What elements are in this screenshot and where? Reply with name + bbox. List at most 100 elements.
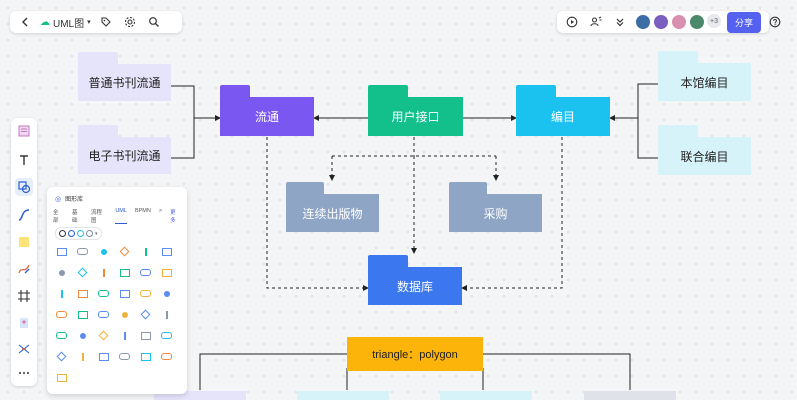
shape-item[interactable]	[139, 351, 152, 362]
edge-bianmu-shujuku	[461, 137, 563, 291]
tab-scroll-right[interactable]: >	[158, 208, 163, 214]
tab-flowchart[interactable]: 流程图	[90, 210, 102, 224]
tab-all[interactable]: 全部	[53, 210, 59, 224]
shape-item[interactable]	[118, 351, 131, 362]
top-left-toolbar: ☁ UML图 ▾	[10, 11, 182, 33]
shape-item[interactable]	[118, 309, 131, 320]
shape-item[interactable]	[76, 246, 89, 257]
shape-item[interactable]	[97, 309, 110, 320]
shape-item[interactable]	[76, 267, 89, 278]
bottom-box-3	[440, 391, 532, 400]
shape-item[interactable]	[55, 351, 68, 362]
bottom-box-4	[584, 391, 676, 400]
node-lianxu[interactable]: 连续出版物	[286, 182, 379, 232]
pen-icon[interactable]	[15, 260, 33, 278]
tab-more[interactable]: 更多	[170, 210, 176, 224]
shape-item[interactable]	[97, 330, 110, 341]
panel-header: ◎ 图形库	[55, 195, 84, 204]
node-shujuku[interactable]: 数据库	[368, 255, 462, 305]
shape-item[interactable]	[97, 246, 110, 257]
avatar-more-count[interactable]: +3	[707, 14, 721, 28]
shape-item[interactable]	[55, 246, 68, 257]
avatar[interactable]	[653, 14, 669, 30]
double-chevron-down-icon[interactable]	[611, 13, 629, 31]
shape-item[interactable]	[139, 267, 152, 278]
shape-item[interactable]	[97, 267, 110, 278]
top-right-toolbar: +3 分享	[557, 11, 769, 33]
back-icon[interactable]	[16, 13, 34, 31]
tab-uml[interactable]: UML	[115, 208, 127, 224]
shape-item[interactable]	[160, 351, 173, 362]
shape-item[interactable]	[139, 309, 152, 320]
library-tabs: 全部 基础 流程图 UML BPMN > 更多	[53, 208, 181, 224]
shape-item[interactable]	[55, 309, 68, 320]
gear-icon[interactable]	[121, 13, 139, 31]
shape-item[interactable]	[76, 309, 89, 320]
avatar[interactable]	[635, 14, 651, 30]
shape-item[interactable]	[118, 330, 131, 341]
shape-item[interactable]	[97, 288, 110, 299]
shape-item[interactable]	[118, 246, 131, 257]
edge-dianzi-liutong	[171, 118, 195, 159]
avatar[interactable]	[671, 14, 687, 30]
edge-lianhe-bianmu	[637, 118, 658, 159]
node-bianmu[interactable]: 编目	[516, 85, 610, 136]
edge-benguan-bianmu	[609, 83, 658, 121]
shape-library-icon[interactable]	[15, 178, 33, 196]
tab-bpmn[interactable]: BPMN	[134, 208, 151, 214]
edge-liutong-shujuku	[266, 137, 369, 291]
media-icon[interactable]	[15, 314, 33, 332]
node-caigou[interactable]: 采购	[449, 182, 542, 232]
search-icon[interactable]	[145, 13, 163, 31]
left-tool-sidebar	[11, 118, 37, 386]
more-dots-icon[interactable]	[15, 364, 33, 382]
avatar[interactable]	[689, 14, 705, 30]
tag-icon[interactable]	[97, 13, 115, 31]
shape-item[interactable]	[55, 288, 68, 299]
shape-item[interactable]	[76, 351, 89, 362]
shape-item[interactable]	[55, 267, 68, 278]
shape-item[interactable]	[160, 330, 173, 341]
template-icon[interactable]	[15, 122, 33, 140]
color-filter[interactable]: ▾	[55, 227, 102, 240]
shape-item[interactable]	[55, 330, 68, 341]
shape-library-panel: ◎ 图形库 全部 基础 流程图 UML BPMN > 更多 ▾	[47, 187, 187, 394]
edge-putong-liutong	[171, 85, 221, 121]
frame-icon[interactable]	[15, 287, 33, 305]
bottom-box-1	[154, 391, 246, 400]
avatar-group: +3	[635, 14, 721, 30]
shape-item[interactable]	[160, 267, 173, 278]
shape-item[interactable]	[76, 330, 89, 341]
node-liutong[interactable]: 流通	[220, 85, 314, 136]
node-yonghu[interactable]: 用户接口	[368, 85, 463, 136]
play-icon[interactable]	[563, 13, 581, 31]
shape-item[interactable]	[55, 372, 68, 383]
shape-library-icon: ◎	[55, 195, 62, 203]
node-benguan[interactable]: 本馆编目	[658, 51, 751, 101]
shape-item[interactable]	[160, 246, 173, 257]
shape-item[interactable]	[160, 288, 173, 299]
shape-item[interactable]	[76, 288, 89, 299]
collaborate-icon[interactable]	[587, 13, 605, 31]
shape-item[interactable]	[139, 288, 152, 299]
node-dianzi[interactable]: 电子书刊流通	[78, 125, 171, 174]
node-putong[interactable]: 普通书刊流通	[78, 52, 171, 101]
shape-item[interactable]	[118, 288, 131, 299]
mindmap-icon[interactable]	[15, 340, 33, 358]
shape-item[interactable]	[139, 246, 152, 257]
help-icon[interactable]	[766, 13, 784, 31]
node-triangle[interactable]: triangle：polygon	[347, 337, 483, 371]
document-title[interactable]: ☁ UML图 ▾	[40, 16, 91, 30]
shape-item[interactable]	[118, 267, 131, 278]
edge-yonghu-lianxu	[332, 155, 496, 180]
sticky-note-icon[interactable]	[15, 233, 33, 251]
node-lianhe[interactable]: 联合编目	[658, 125, 751, 175]
share-button[interactable]: 分享	[727, 11, 762, 33]
shape-item[interactable]	[97, 351, 110, 362]
connector-icon[interactable]	[15, 206, 33, 224]
shape-item[interactable]	[139, 330, 152, 341]
shape-item[interactable]	[160, 309, 173, 320]
text-icon[interactable]	[15, 151, 33, 169]
tab-basic[interactable]: 基础	[71, 210, 78, 224]
